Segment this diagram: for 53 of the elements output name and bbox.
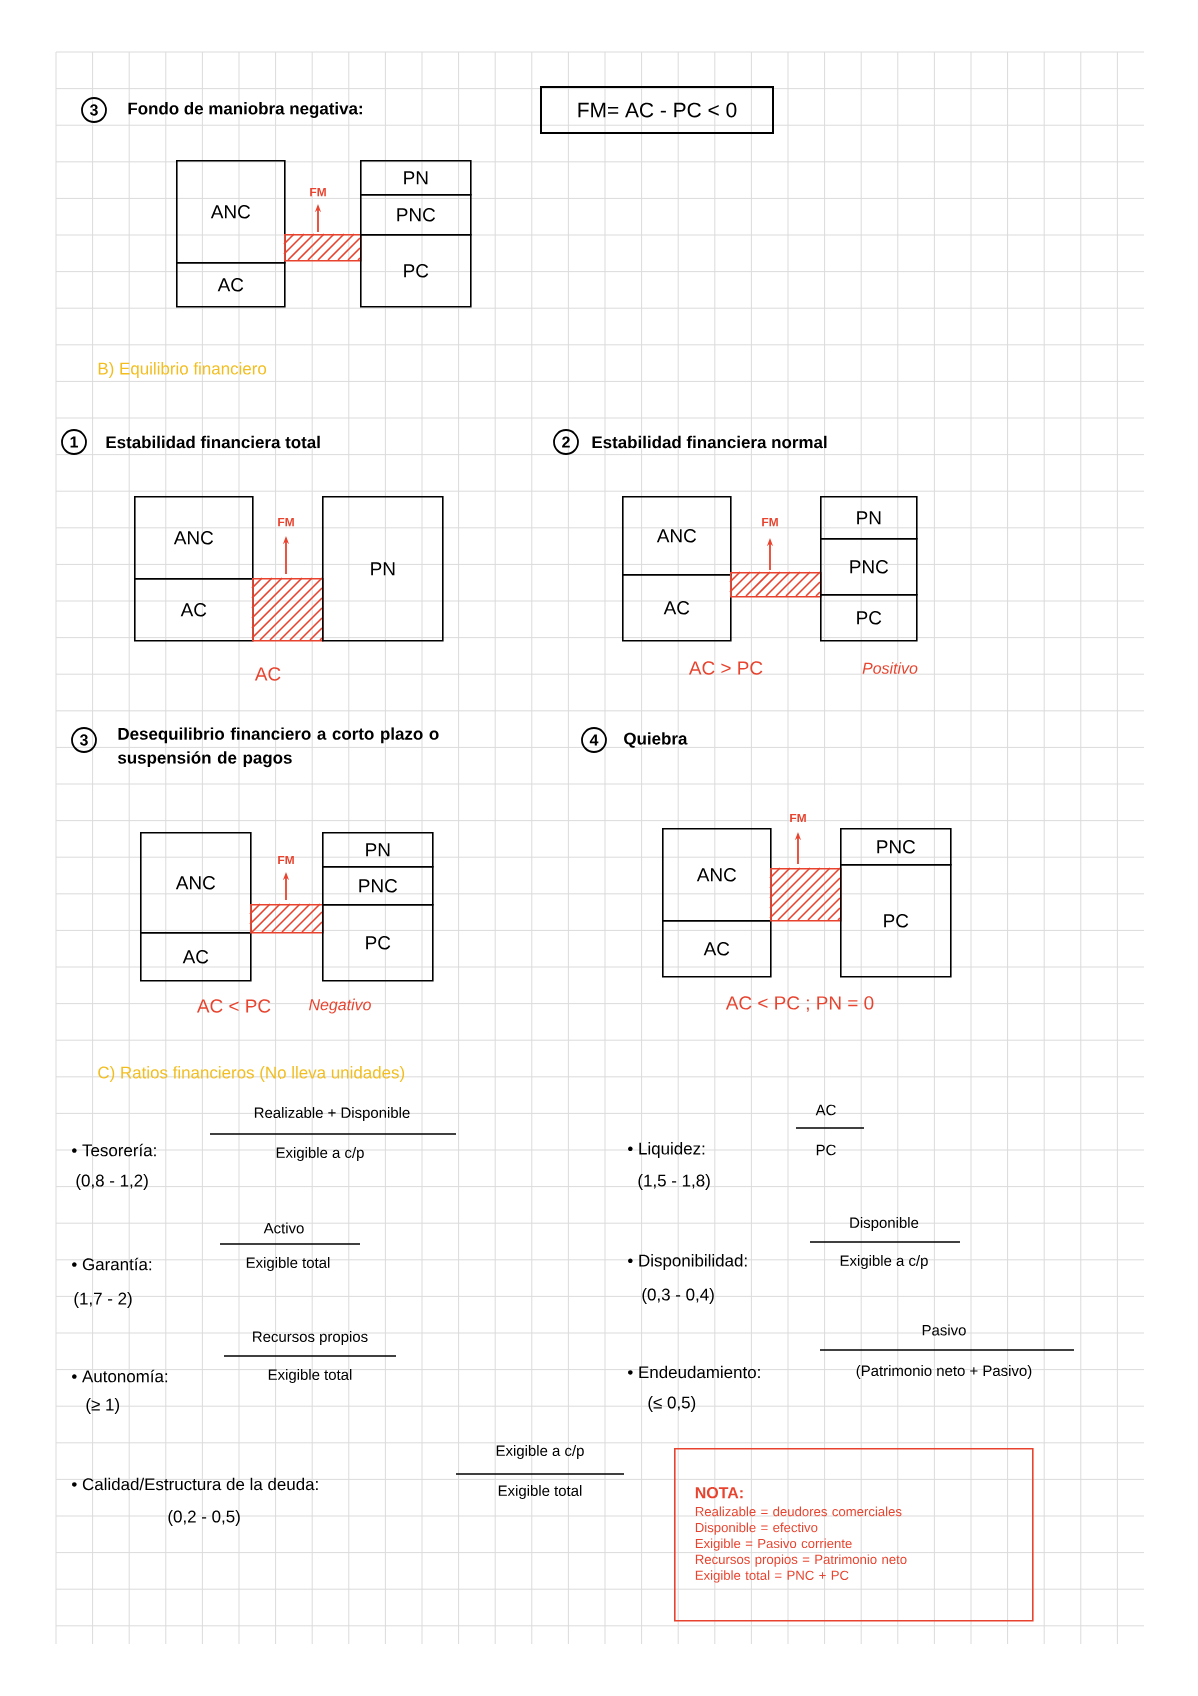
balance-box: PNC bbox=[322, 866, 434, 906]
balance-box: PN bbox=[322, 496, 444, 642]
balance-box: AC bbox=[140, 932, 252, 982]
hatched-band bbox=[249, 903, 324, 934]
balance-box: AC bbox=[176, 262, 286, 308]
section-title: Fondo de maniobra negativa: bbox=[128, 102, 362, 118]
hatched-band bbox=[251, 577, 324, 642]
section-heading: B) Equilibrio financiero bbox=[98, 362, 267, 378]
ratio-range: (0,8 - 1,2) bbox=[76, 1174, 148, 1190]
balance-box: PN bbox=[360, 160, 472, 196]
condition-text: AC bbox=[254, 667, 281, 681]
section-title: Estabilidad financiera total bbox=[106, 435, 320, 449]
ratio-name: • Autonomía: bbox=[72, 1369, 168, 1383]
hatched-band bbox=[283, 233, 362, 262]
balance-box: PNC bbox=[820, 538, 918, 596]
ratio-name: • Garantía: bbox=[72, 1257, 152, 1271]
balance-box: PC bbox=[322, 904, 434, 982]
balance-box: AC bbox=[662, 920, 772, 978]
condition-text: AC < PC bbox=[196, 999, 271, 1013]
section-title: Desequilibrio financiero a corto plazo o suspensión de pagos bbox=[118, 727, 439, 768]
ratio-range: (1,7 - 2) bbox=[74, 1292, 132, 1308]
ratio-range: (≥ 1) bbox=[86, 1398, 120, 1414]
balance-box: PNC bbox=[360, 194, 472, 236]
balance-box: AC bbox=[622, 574, 732, 642]
ratio-range: (0,2 - 0,5) bbox=[168, 1510, 240, 1526]
balance-box: PC bbox=[840, 864, 952, 978]
balance-box: PN bbox=[820, 496, 918, 540]
balance-box: ANC bbox=[622, 496, 732, 576]
ratio-name: • Tesorería: bbox=[72, 1143, 156, 1157]
hatched-band bbox=[769, 867, 842, 922]
condition-text: AC > PC bbox=[688, 661, 763, 675]
hatched-band bbox=[729, 571, 822, 598]
section-title: Estabilidad financiera normal bbox=[592, 435, 827, 449]
section-heading: C) Ratios financieros (No lleva unidades) bbox=[98, 1066, 405, 1082]
ratio-range: (1,5 - 1,8) bbox=[638, 1174, 710, 1190]
balance-box: PC bbox=[360, 234, 472, 308]
condition-text: AC < PC ; PN = 0 bbox=[725, 996, 874, 1012]
ratio-name: • Calidad/Estructura de la deuda: bbox=[72, 1477, 318, 1491]
ratio-name: • Disponibilidad: bbox=[628, 1254, 747, 1270]
balance-box: ANC bbox=[140, 832, 252, 934]
balance-box: ANC bbox=[176, 160, 286, 264]
section-title: Quiebra bbox=[624, 732, 688, 748]
balance-box: AC bbox=[134, 578, 254, 642]
balance-box: ANC bbox=[662, 828, 772, 922]
balance-box: PNC bbox=[840, 828, 952, 866]
ratio-name: • Liquidez: bbox=[628, 1142, 705, 1158]
ratio-range: (0,3 - 0,4) bbox=[642, 1288, 714, 1304]
ratio-range: (≤ 0,5) bbox=[648, 1396, 696, 1412]
ratio-name: • Endeudamiento: bbox=[628, 1365, 760, 1379]
balance-box: PC bbox=[820, 594, 918, 642]
formula-box: FM= AC - PC < 0 bbox=[540, 86, 774, 134]
balance-box: ANC bbox=[134, 496, 254, 580]
balance-box: PN bbox=[322, 832, 434, 868]
